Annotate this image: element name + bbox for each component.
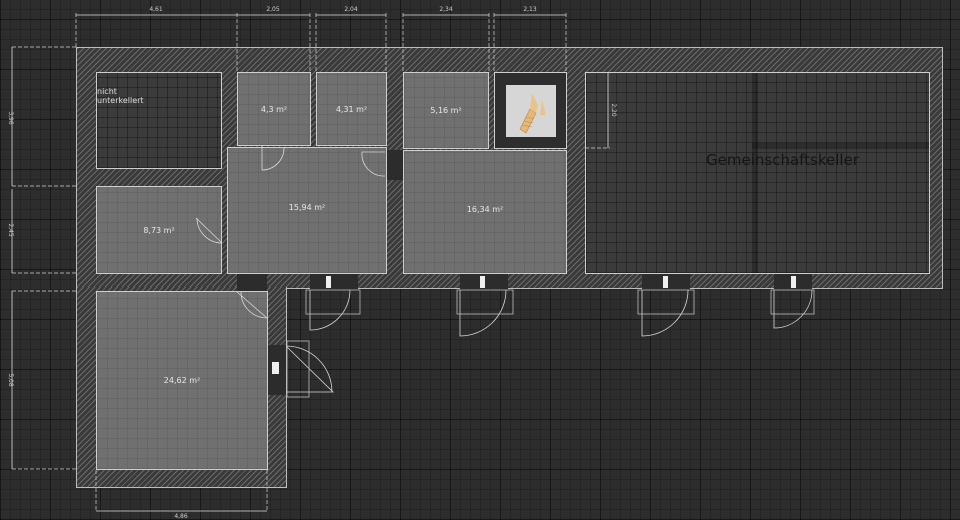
room-24-62[interactable]: 24,62 m² [96, 291, 268, 470]
door-swing [285, 345, 334, 393]
dimension-label: 2,20 [610, 103, 617, 117]
door-swing [261, 146, 285, 171]
room-area: 4,3 m² [260, 104, 288, 114]
room-area: 16,34 m² [466, 205, 504, 214]
room-5-16[interactable]: 5,16 m² [403, 72, 489, 149]
door-leaf [663, 276, 668, 288]
room-area: 4,31 m² [335, 104, 368, 114]
room-area: 15,94 m² [288, 203, 326, 212]
room-area: 24,62 m² [163, 376, 201, 385]
door-opening [237, 274, 267, 291]
door-swing [195, 217, 223, 244]
room-4-31[interactable]: 4,31 m² [316, 72, 387, 146]
door-swing [236, 291, 268, 319]
dimension-label: 2,34 [439, 6, 453, 13]
door-leaf [326, 276, 331, 288]
dimension-label: 2,13 [523, 6, 537, 13]
door-leaf [272, 362, 279, 374]
room-15-94[interactable]: 15,94 m² [227, 147, 387, 274]
door-swing [361, 151, 386, 177]
room-not-basement[interactable]: nicht unterkellert [96, 72, 222, 169]
door-swing [641, 289, 689, 337]
door-swing [459, 289, 507, 337]
dimension-label: 2,45 [7, 223, 14, 237]
room-name: Gemeinschaftskeller [706, 151, 859, 169]
door-swing [309, 289, 351, 331]
room-common-basement[interactable]: Gemeinschaftskeller [585, 72, 930, 274]
staircase-icon [505, 84, 556, 137]
door-opening [310, 274, 358, 290]
room-area: 8,73 m² [143, 225, 175, 235]
dimension-label: 4,86 [174, 513, 188, 520]
stair-room[interactable] [494, 72, 567, 149]
room-4-3[interactable]: 4,3 m² [237, 72, 311, 146]
dimension-label: 5,08 [7, 373, 14, 387]
dimension-label: 2,05 [266, 6, 280, 13]
inner-partition-vertical [752, 73, 758, 273]
dimension-label: 2,04 [344, 6, 358, 13]
door-leaf [480, 276, 485, 288]
dimension-label: 4,61 [149, 6, 163, 13]
room-label-line2: unterkellert [97, 96, 144, 105]
room-label-line1: nicht [97, 87, 117, 96]
door-opening [387, 150, 403, 180]
room-16-34[interactable]: 16,34 m² [403, 150, 567, 274]
door-swing [773, 289, 813, 329]
room-area: 5,16 m² [430, 106, 462, 115]
inner-partition-horizontal [752, 143, 929, 149]
door-leaf [791, 276, 796, 288]
dimension-label: 3,96 [7, 111, 14, 125]
